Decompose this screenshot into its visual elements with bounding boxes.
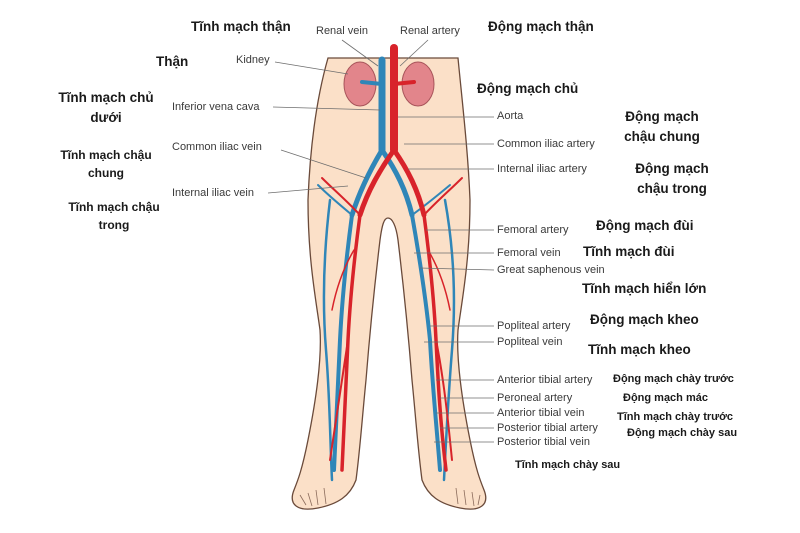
vn-inferior-vena-cava-line1: Tĩnh mạch chủ <box>58 90 154 105</box>
vn-inferior-vena-cava-line2: dưới <box>90 110 122 125</box>
label-great-saphenous-vein: Great saphenous vein <box>497 264 605 276</box>
vn-kidney: Thận <box>156 54 189 69</box>
vn-internal-iliac-vein-line1: Tĩnh mạch chậu <box>68 200 160 214</box>
label-popliteal-artery: Popliteal artery <box>497 320 571 332</box>
vn-anterior-tibial-artery: Động mạch chày trước <box>613 373 734 385</box>
label-inferior-vena-cava: Inferior vena cava <box>172 101 260 113</box>
leader-lines <box>267 39 495 443</box>
vn-common-iliac-vein-line1: Tĩnh mạch chậu <box>60 148 152 162</box>
vn-common-iliac-vein-line2: chung <box>88 166 124 180</box>
label-peroneal-artery: Peroneal artery <box>497 392 573 404</box>
label-femoral-vein: Femoral vein <box>497 247 561 259</box>
vn-posterior-tibial-vein: Tĩnh mạch chày sau <box>515 459 621 471</box>
vn-internal-iliac-vein-line2: trong <box>98 218 130 232</box>
label-kidney: Kidney <box>236 54 270 66</box>
vn-popliteal-vein: Tĩnh mạch kheo <box>588 342 691 357</box>
vn-renal-artery: Động mạch thận <box>488 19 594 34</box>
vn-internal-iliac-vein: Tĩnh mạch chậu trong <box>54 198 174 234</box>
vn-great-saphenous-vein: Tĩnh mạch hiển lớn <box>582 281 707 296</box>
toes <box>299 487 481 507</box>
label-anterior-tibial-vein: Anterior tibial vein <box>497 407 585 419</box>
label-internal-iliac-vein: Internal iliac vein <box>172 187 254 199</box>
label-posterior-tibial-vein: Posterior tibial vein <box>497 436 590 448</box>
vn-common-iliac-artery-line2: chậu chung <box>624 129 700 144</box>
vn-inferior-vena-cava: Tĩnh mạch chủ dưới <box>48 88 164 128</box>
label-internal-iliac-artery: Internal iliac artery <box>497 163 587 175</box>
label-renal-artery: Renal artery <box>400 25 460 37</box>
body-silhouette <box>291 57 487 510</box>
vn-anterior-tibial-vein: Tĩnh mạch chày trước <box>617 411 734 423</box>
vn-femoral-vein: Tĩnh mạch đùi <box>583 244 675 259</box>
vn-common-iliac-artery-line1: Động mạch <box>625 109 699 124</box>
vn-peroneal-artery: Động mạch mác <box>623 392 708 404</box>
vn-posterior-tibial-artery: Động mạch chày sau <box>627 427 738 439</box>
vn-common-iliac-vein: Tĩnh mạch chậu chung <box>48 146 164 182</box>
label-femoral-artery: Femoral artery <box>497 224 569 236</box>
vn-renal-vein: Tĩnh mạch thận <box>191 19 291 34</box>
label-renal-vein: Renal vein <box>316 25 368 37</box>
vn-internal-iliac-artery-line2: chậu trong <box>637 181 707 196</box>
label-common-iliac-vein: Common iliac vein <box>172 141 262 153</box>
label-common-iliac-artery: Common iliac artery <box>497 138 595 150</box>
label-posterior-tibial-artery: Posterior tibial artery <box>497 422 598 434</box>
vn-popliteal-artery: Động mạch kheo <box>590 312 699 327</box>
vn-aorta: Động mạch chủ <box>477 81 579 96</box>
vn-femoral-artery: Động mạch đùi <box>596 218 694 233</box>
label-popliteal-vein: Popliteal vein <box>497 336 563 348</box>
vn-internal-iliac-artery: Động mạch chậu trong <box>624 159 720 199</box>
label-aorta: Aorta <box>497 110 524 122</box>
artery-network <box>321 44 463 472</box>
label-anterior-tibial-artery: Anterior tibial artery <box>497 374 593 386</box>
vn-common-iliac-artery: Động mạch chậu chung <box>614 107 710 147</box>
vn-internal-iliac-artery-line1: Động mạch <box>635 161 709 176</box>
